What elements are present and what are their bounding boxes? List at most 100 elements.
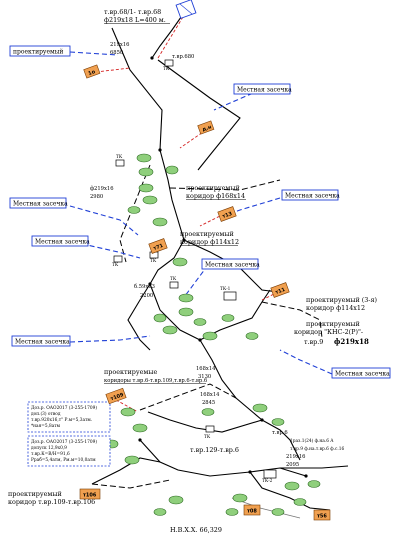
badge-b6[interactable]: т109: [105, 387, 127, 405]
well-node[interactable]: [232, 493, 248, 503]
well-node[interactable]: [193, 318, 207, 326]
pipe-proj-3rd[interactable]: [261, 301, 323, 339]
note1-line1: Доз.р. ОАО2017 (3-255-1709): [31, 406, 97, 411]
badge-b2[interactable]: д.н: [197, 120, 215, 135]
badge-b5[interactable]: т11: [270, 282, 290, 298]
well-node[interactable]: [172, 257, 188, 267]
chamber[interactable]: [115, 159, 125, 167]
well-node[interactable]: [271, 418, 285, 426]
top-marker[interactable]: [175, 0, 197, 19]
pipe-mid-left[interactable]: [127, 283, 151, 351]
callouts: проектируемый Местная засечка Местная за…: [9, 45, 391, 379]
note1-line4: *ная=5,8атм: [31, 424, 61, 429]
well-node[interactable]: [138, 183, 154, 193]
well-node[interactable]: [162, 325, 178, 335]
well-node[interactable]: [153, 508, 167, 516]
pipe-lower-left[interactable]: [147, 411, 263, 433]
well-node[interactable]: [120, 407, 136, 417]
callout-local-1[interactable]: Местная засечка: [233, 83, 292, 95]
badge-b1[interactable]: 1о: [83, 64, 101, 79]
badge-text: т56: [317, 514, 327, 520]
note-box-1: Доз.р. ОАО2017 (3-255-1709) доп.(3) отво…: [27, 401, 111, 433]
well-node[interactable]: [153, 313, 167, 323]
well-node[interactable]: [202, 331, 218, 341]
label-pipe-168x14: 168х14: [196, 366, 216, 372]
badge-b4[interactable]: т71: [148, 238, 168, 254]
well-node[interactable]: [132, 423, 148, 433]
chamber[interactable]: [205, 425, 215, 433]
label-top-pipe: ф219х18 L=400 м.: [104, 16, 166, 24]
label-line-mid-a: 1раз.1(24) ф.на.6 А: [290, 439, 334, 444]
well-node[interactable]: [245, 332, 259, 340]
junctions: [138, 56, 308, 478]
pipe-proj-168[interactable]: [169, 179, 281, 191]
well-node[interactable]: [293, 498, 307, 506]
pipe-far-right[interactable]: [280, 465, 349, 469]
label-dist-6850: 6850: [110, 50, 123, 56]
well-node[interactable]: [138, 167, 154, 177]
badge-b7[interactable]: т106: [79, 488, 101, 500]
pipe-trunk-1[interactable]: [159, 149, 185, 241]
pipe-proj-bottom[interactable]: [91, 479, 171, 489]
chamber-caption: ТК-2: [262, 479, 273, 484]
label-line-mid-b: т.вр.9 ф.на.т.вр.6 ф.с.16: [290, 447, 345, 452]
label-proj-corridor-168-b: коридор ф168х14: [186, 192, 245, 200]
pipe-proj-corridors-6[interactable]: [139, 383, 237, 411]
label-proj-bottom-b: коридор т.вр.109-т.вр.106: [8, 498, 95, 506]
label-proj-corridors-6-b: коридоры т.вр.6-т.вр.109,т.вр.6-т.вр.6: [104, 378, 207, 384]
badge-text: 1о: [88, 69, 97, 77]
well-node[interactable]: [165, 165, 179, 175]
callout-top-left[interactable]: проектируемый: [9, 45, 71, 57]
chamber[interactable]: [169, 281, 179, 289]
well-node[interactable]: [136, 153, 152, 163]
label-proj-corridor-114: проектируемый: [180, 230, 234, 238]
badge-b3[interactable]: т13: [217, 206, 237, 222]
chamber-caption: ТК: [112, 263, 119, 268]
chamber[interactable]: [223, 291, 237, 301]
label-pipe-219x16-c: 219х16: [286, 454, 305, 460]
well-node[interactable]: [168, 495, 184, 505]
well-node[interactable]: [284, 481, 300, 491]
well-node[interactable]: [201, 408, 215, 416]
badge-text: т106: [83, 493, 97, 499]
pipe-lower-2[interactable]: [261, 419, 301, 461]
label-top-route: т.вр.68/1- т.вр.68: [104, 8, 161, 16]
well-node[interactable]: [307, 480, 321, 488]
well-node[interactable]: [152, 217, 168, 227]
well-node[interactable]: [221, 314, 235, 322]
chamber-caption: ТК: [150, 259, 157, 264]
callout-local-5[interactable]: Местная засечка: [201, 258, 260, 270]
chamber[interactable]: [263, 469, 277, 479]
chamber[interactable]: [164, 59, 174, 67]
pipe-top-left[interactable]: [111, 27, 163, 151]
well-node[interactable]: [178, 293, 194, 303]
label-pipe-219x16: 219х16: [110, 42, 129, 48]
callout-local-3[interactable]: Местная засечка: [9, 197, 68, 209]
callout-local-6[interactable]: Местная засечка: [11, 335, 71, 347]
badge-b9[interactable]: т56: [313, 509, 331, 521]
well-node[interactable]: [124, 455, 140, 465]
label-proj-3rd-line: проектируемый (3-я): [306, 296, 377, 304]
well-node[interactable]: [178, 307, 194, 317]
callout-text: Местная засечка: [205, 262, 260, 269]
pipe-lower-1[interactable]: [199, 339, 263, 421]
chamber[interactable]: [113, 255, 123, 263]
well-node[interactable]: [271, 508, 285, 516]
note2-line3: т.вр.К=В/Н=91,6: [31, 452, 70, 457]
pipe-right-run[interactable]: [157, 59, 241, 171]
callout-text: Местная засечка: [35, 239, 90, 246]
callout-local-7[interactable]: Местная засечка: [331, 367, 391, 379]
note-box-2: Доз.р. ОАО2017 (3-255-1709) допуск 12,9х…: [27, 435, 111, 467]
pipe-top[interactable]: [151, 9, 187, 59]
well-node[interactable]: [127, 206, 141, 214]
callout-local-4[interactable]: Местная засечка: [31, 235, 90, 247]
well-node[interactable]: [225, 508, 239, 516]
callout-local-2[interactable]: Местная засечка: [281, 189, 340, 201]
badge-b8[interactable]: т08: [243, 504, 261, 516]
well-node[interactable]: [252, 403, 268, 413]
chamber-captions: ТК ТК ТК-1 ТК ТК ТК ТК ТК-2: [112, 67, 273, 484]
pipe-bottom-branch[interactable]: [249, 471, 331, 511]
well-node[interactable]: [142, 195, 158, 205]
callout-leaders: [69, 11, 333, 413]
